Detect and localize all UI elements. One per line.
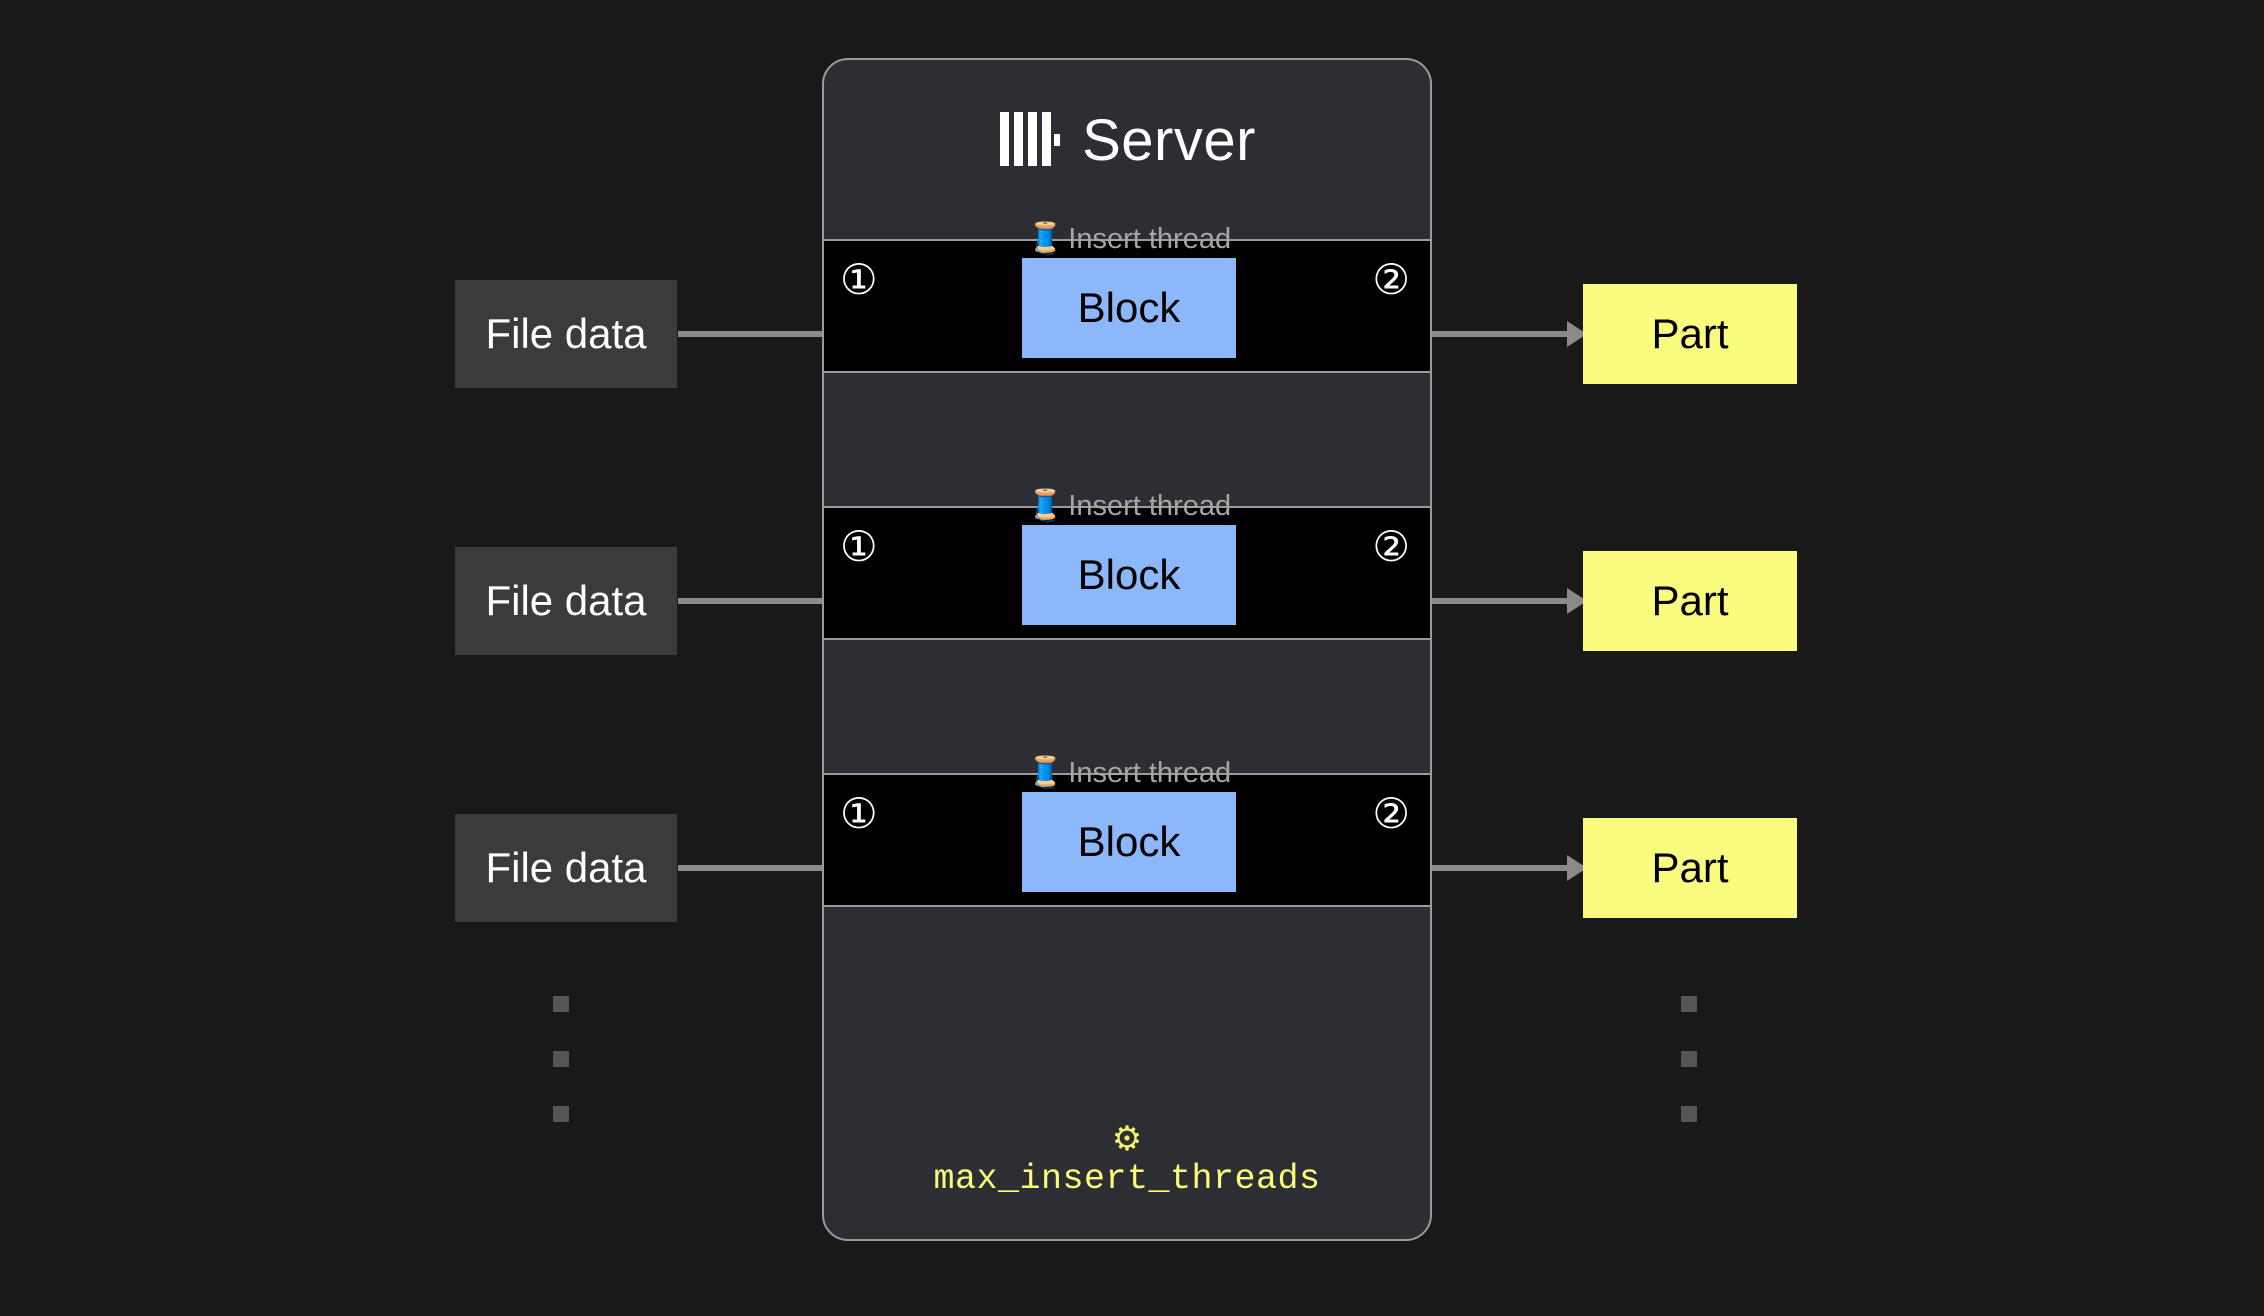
setting-name: max_insert_threads [933, 1159, 1321, 1199]
server-title: Server [1082, 108, 1256, 173]
step-badge-two: ② [1372, 523, 1410, 570]
ellipsis-dot [1681, 996, 1697, 1012]
step-badge-two: ② [1372, 256, 1410, 303]
setting-footer: ⚙ max_insert_threads [824, 1122, 1430, 1197]
file-data-box: File data [455, 814, 677, 922]
thread-spool-icon: 🧵 [1026, 756, 1065, 789]
insert-thread-band: 🧵 Insert thread ① ② Block [824, 224, 1430, 373]
part-box: Part [1583, 818, 1797, 918]
thread-spool-icon: 🧵 [1026, 489, 1065, 522]
thread-spool-icon: 🧵 [1026, 222, 1065, 255]
step-badge-one: ① [840, 790, 878, 837]
insert-thread-band: 🧵 Insert thread ① ② Block [824, 491, 1430, 640]
insert-thread-label: 🧵 Insert thread [1027, 491, 1231, 521]
insert-thread-label-text: Insert thread [1068, 756, 1232, 789]
block-box: Block [1022, 525, 1236, 625]
step-badge-one: ① [840, 256, 878, 303]
part-box: Part [1583, 284, 1797, 384]
ellipsis-dot [1681, 1051, 1697, 1067]
insert-thread-band: 🧵 Insert thread ① ② Block [824, 758, 1430, 907]
insert-thread-label-text: Insert thread [1068, 489, 1232, 522]
step-badge-one: ① [840, 523, 878, 570]
step-badge-two: ② [1372, 790, 1410, 837]
ellipsis-column-right [1681, 996, 1697, 1122]
insert-thread-label: 🧵 Insert thread [1027, 224, 1231, 254]
part-box: Part [1583, 551, 1797, 651]
ellipsis-column-left [553, 996, 569, 1122]
file-data-box: File data [455, 547, 677, 655]
ellipsis-dot [1681, 1106, 1697, 1122]
block-box: Block [1022, 258, 1236, 358]
server-header: Server [824, 60, 1430, 222]
file-data-box: File data [455, 280, 677, 388]
insert-thread-label-text: Insert thread [1068, 222, 1232, 255]
insert-thread-label: 🧵 Insert thread [1027, 758, 1231, 788]
ellipsis-dot [553, 1106, 569, 1122]
server-card: Server 🧵 Insert thread ① ② Block 🧵 Inser… [822, 58, 1432, 1241]
block-box: Block [1022, 792, 1236, 892]
ellipsis-dot [553, 1051, 569, 1067]
clickhouse-logo-icon [998, 108, 1062, 175]
ellipsis-dot [553, 996, 569, 1012]
gear-icon: ⚙ [1111, 1120, 1143, 1158]
